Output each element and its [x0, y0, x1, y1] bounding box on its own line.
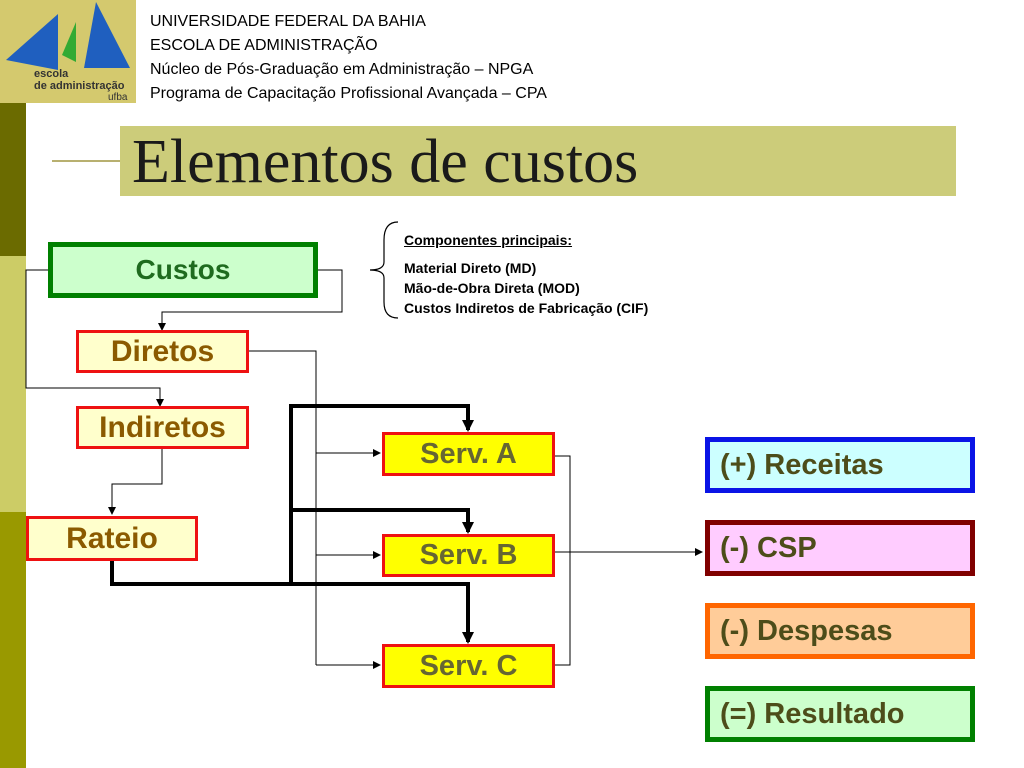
university-line-4: Programa de Capacitação Profissional Ava…	[150, 85, 547, 102]
school-logo	[0, 0, 136, 103]
logo-text-2: de administração	[34, 80, 125, 92]
receitas-label: (+) Receitas	[720, 448, 884, 481]
despesas-box: (-) Despesas	[705, 603, 975, 659]
component-item-cif: Custos Indiretos de Fabricação (CIF)	[404, 300, 649, 316]
custos-label: Custos	[135, 254, 231, 285]
serv-c-label: Serv. C	[419, 649, 518, 682]
component-item-md: Material Direto (MD)	[404, 260, 537, 276]
university-line-1: UNIVERSIDADE FEDERAL DA BAHIA	[150, 13, 426, 30]
diretos-box: Diretos	[76, 330, 249, 373]
slide-title: Elementos de custos	[132, 128, 639, 196]
title-rule-left	[52, 160, 120, 162]
indiretos-label: Indiretos	[99, 410, 226, 444]
serv-c-box: Serv. C	[382, 644, 555, 688]
diretos-label: Diretos	[110, 334, 215, 368]
serv-a-box: Serv. A	[382, 432, 555, 476]
serv-b-box: Serv. B	[382, 534, 555, 577]
stripe-segment-3	[0, 512, 26, 768]
resultado-label: (=) Resultado	[720, 697, 905, 730]
component-item-mod: Mão-de-Obra Direta (MOD)	[404, 280, 580, 296]
serv-b-label: Serv. B	[419, 539, 518, 571]
csp-label: (-) CSP	[720, 531, 817, 564]
components-heading: Componentes principais:	[404, 232, 573, 248]
rateio-label: Rateio	[66, 521, 158, 555]
custos-box: Custos	[48, 242, 318, 298]
title-bar	[120, 126, 956, 196]
logo-text-3: ufba	[108, 92, 128, 103]
receitas-box: (+) Receitas	[705, 437, 975, 493]
stripe-segment-2	[0, 256, 26, 512]
resultado-box: (=) Resultado	[705, 686, 975, 742]
despesas-label: (-) Despesas	[720, 614, 893, 647]
csp-box: (-) CSP	[705, 520, 975, 576]
university-line-2: ESCOLA DE ADMINISTRAÇÃO	[150, 37, 378, 54]
logo-graphic	[6, 2, 130, 70]
serv-a-label: Serv. A	[420, 437, 517, 470]
rateio-box: Rateio	[26, 516, 198, 561]
logo-text-1: escola	[34, 68, 69, 80]
indiretos-box: Indiretos	[76, 406, 249, 449]
stripe-segment-1	[0, 103, 26, 256]
university-line-3: Núcleo de Pós-Graduação em Administração…	[150, 61, 534, 78]
